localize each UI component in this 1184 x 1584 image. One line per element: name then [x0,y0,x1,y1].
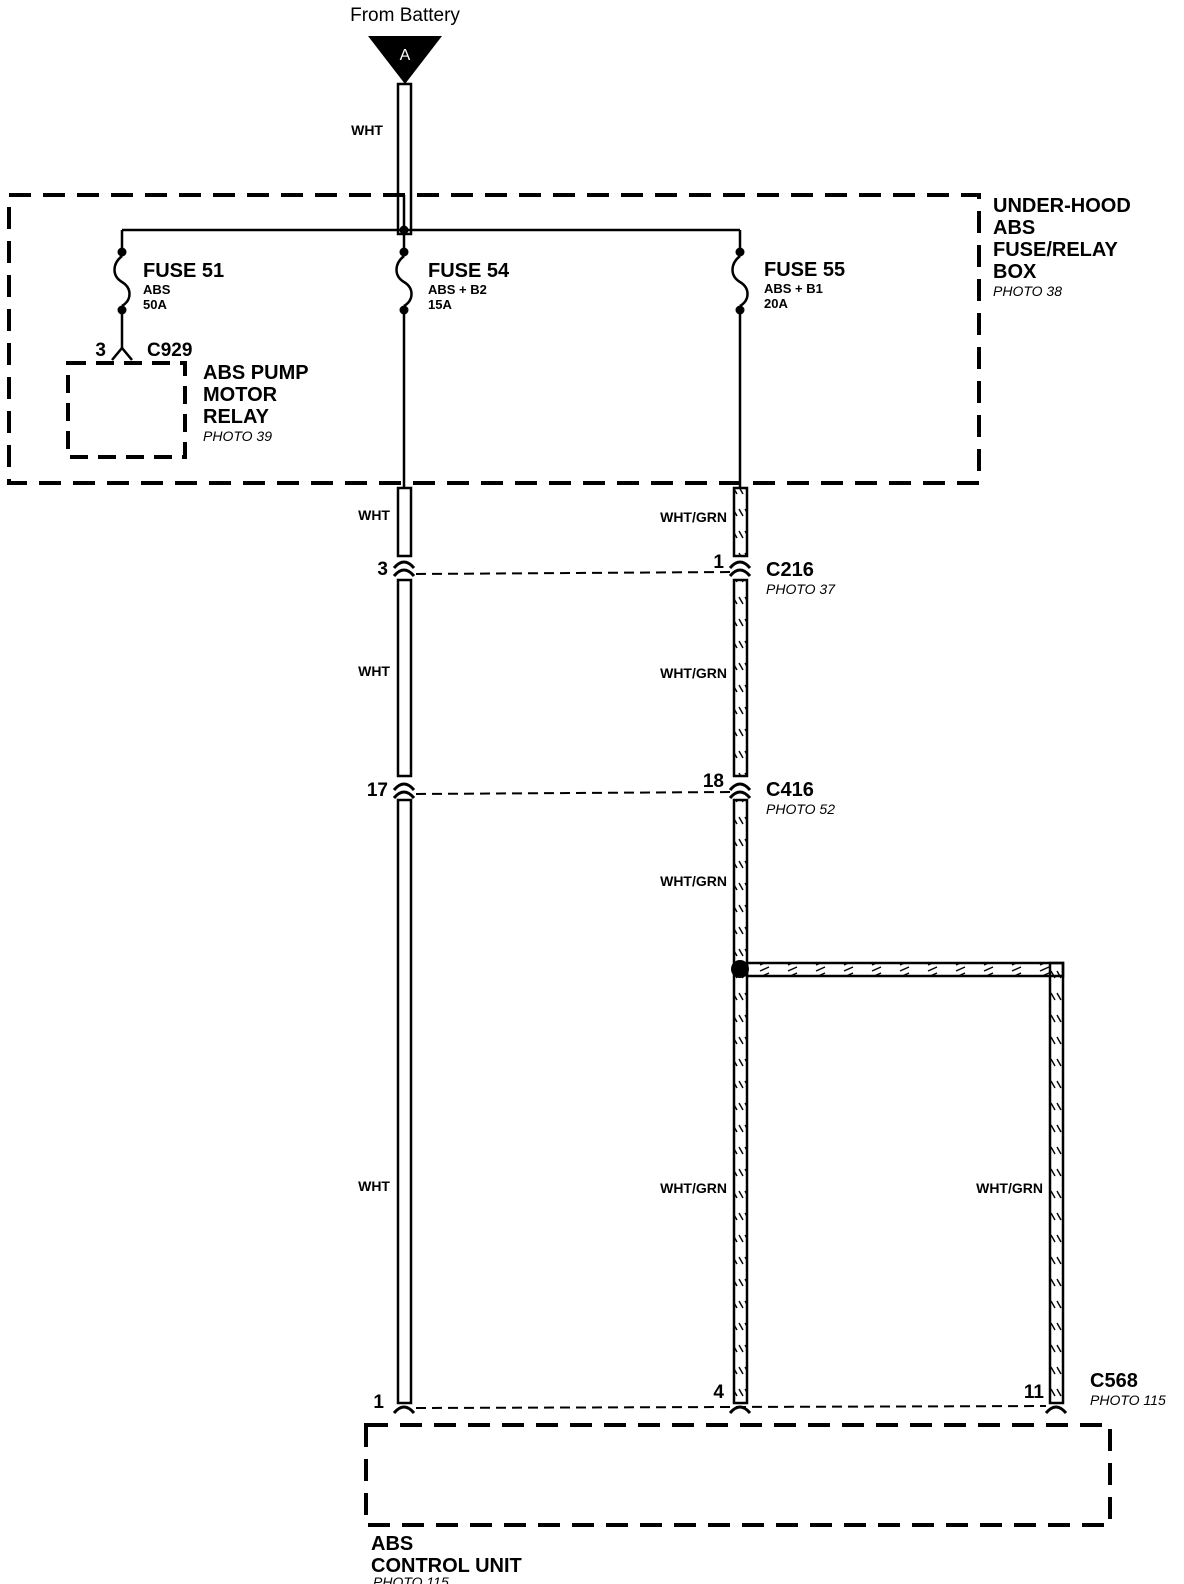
c929-pin: 3 [95,340,106,361]
fuse-51 [113,230,131,348]
battery-marker-label: A [400,47,411,64]
fuse-54 [395,230,413,488]
c216-pin-left: 3 [377,559,388,580]
c416-name: C416 [766,779,814,801]
c568-pin-11: 11 [1024,1382,1045,1403]
control-unit-name-2: CONTROL UNIT [371,1555,522,1577]
fuse-55-rating: 20A [764,296,788,311]
wire-label-whtgrn-3: WHT/GRN [660,873,727,889]
fuse-54-circuit: ABS + B2 [428,282,487,297]
c568-pin-4: 4 [713,1382,724,1403]
fusebox-outline [7,193,981,485]
splice-dot [731,960,749,978]
wire-label-battery: WHT [351,122,383,138]
c416-pin-left: 17 [367,780,388,801]
c568-connector [392,1405,1068,1415]
fusebox-name-1: UNDER-HOOD [993,195,1131,217]
wire-label-whtgrn-1: WHT/GRN [660,509,727,525]
c416-connector [392,782,752,800]
c216-pin-right: 1 [713,552,724,573]
wire-label-whtgrn-5: WHT/GRN [976,1180,1043,1196]
fuse-55-circuit: ABS + B1 [764,281,823,296]
battery-title: From Battery [350,5,460,26]
c216-photo: PHOTO 37 [766,581,836,597]
fusebox-photo: PHOTO 38 [993,283,1062,299]
wire-whtgrn-mid [732,486,749,1405]
c416-pin-right: 18 [703,771,724,792]
relay-name-3: RELAY [203,406,270,428]
fuse-54-rating: 15A [428,297,452,312]
c568-photo: PHOTO 115 [1090,1392,1166,1408]
c568-pin-1: 1 [373,1392,384,1413]
fuse-54-name: FUSE 54 [428,260,510,282]
c929-connector-symbol [111,346,133,361]
fuse-51-rating: 50A [143,297,167,312]
fusebox-name-2: ABS [993,217,1035,239]
control-unit-photo: PHOTO 115 [373,1574,449,1584]
c568-name: C568 [1090,1370,1138,1392]
fuse-55 [731,230,749,488]
wire-label-wht-3: WHT [358,1178,390,1194]
battery-marker-triangle [368,36,442,84]
c216-name: C216 [766,559,814,581]
wire-whtgrn-branch [745,961,1065,1405]
fuse-55-name: FUSE 55 [764,259,845,281]
wire-label-whtgrn-4: WHT/GRN [660,1180,727,1196]
relay-outline [66,361,187,459]
c216-connector [392,560,752,578]
relay-name-2: MOTOR [203,384,278,406]
control-unit-outline [364,1423,1112,1527]
wire-wht-left [396,486,413,1405]
relay-name-1: ABS PUMP [203,362,309,384]
fuse-51-circuit: ABS [143,282,171,297]
wire-label-wht-1: WHT [358,507,390,523]
c416-photo: PHOTO 52 [766,801,835,817]
wire-label-whtgrn-2: WHT/GRN [660,665,727,681]
fusebox-name-4: BOX [993,261,1037,283]
fusebox-name-3: FUSE/RELAY [993,239,1119,261]
wire-label-wht-2: WHT [358,663,390,679]
c929-name: C929 [147,340,192,361]
fuse-51-name: FUSE 51 [143,260,224,282]
relay-photo: PHOTO 39 [203,428,272,444]
control-unit-name-1: ABS [371,1533,413,1555]
